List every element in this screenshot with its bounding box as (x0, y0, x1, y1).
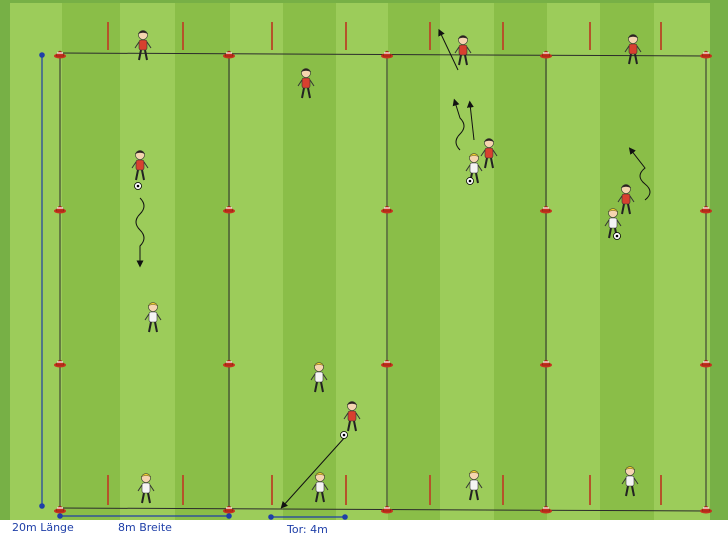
dimension-dot (226, 513, 232, 519)
grass-stripe (547, 3, 600, 520)
dimension-dot (268, 514, 274, 520)
dimension-dot (342, 514, 348, 520)
grass-stripe (175, 3, 230, 520)
grass-stripe (654, 3, 710, 520)
grass-stripe (336, 3, 388, 520)
grass-stripe (10, 3, 62, 520)
soccer-ball-icon (614, 233, 621, 240)
soccer-ball-icon (467, 178, 474, 185)
soccer-ball-icon (135, 183, 142, 190)
grass-stripe (440, 3, 494, 520)
dimension-dot (39, 52, 45, 58)
grass-stripe (494, 3, 547, 520)
length-label: 20m Länge (12, 521, 74, 534)
grass-stripe (62, 3, 120, 520)
grass-stripe (120, 3, 175, 520)
soccer-ball-icon (341, 432, 348, 439)
width-label: 8m Breite (118, 521, 172, 534)
dimension-dot (57, 513, 63, 519)
goal-width-label: Tor: 4m (286, 523, 328, 536)
grass-stripe (230, 3, 283, 520)
grass-stripe (388, 3, 440, 520)
dimension-dot (39, 503, 45, 509)
grass-stripe (600, 3, 654, 520)
